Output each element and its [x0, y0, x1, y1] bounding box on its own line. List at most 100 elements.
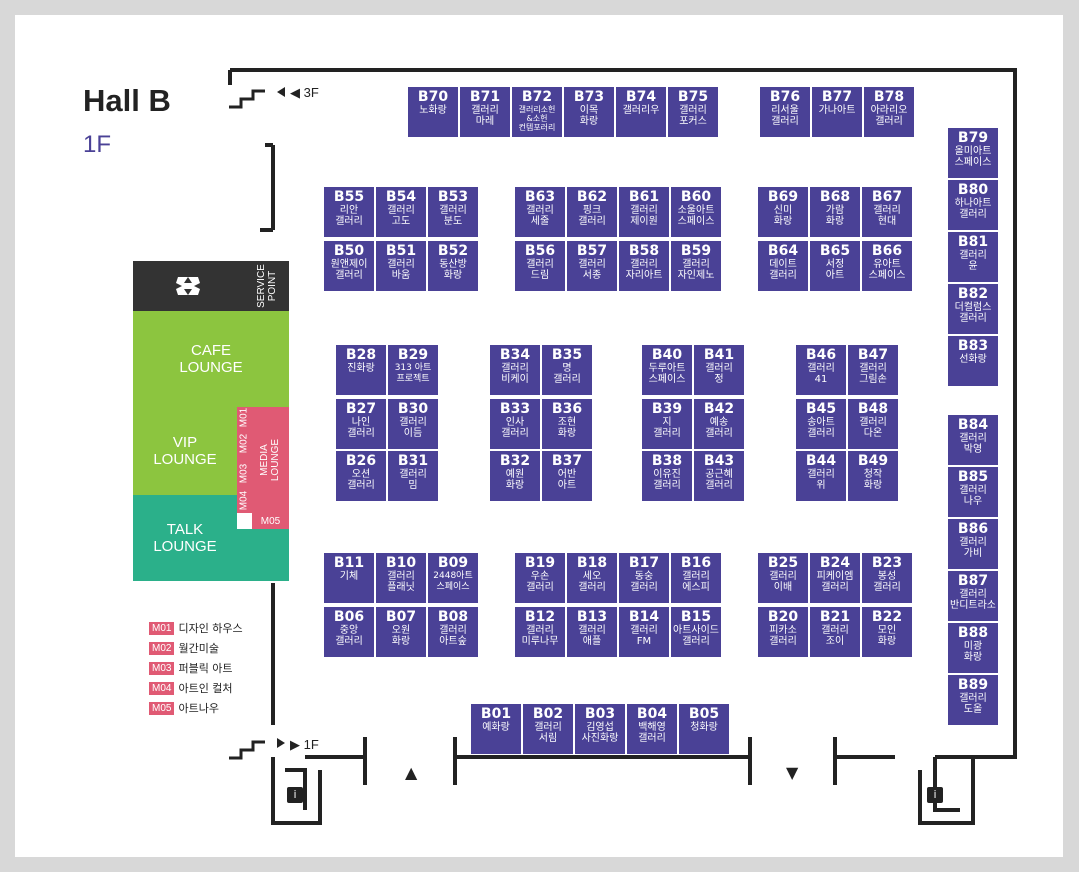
talk-lounge-right[interactable] — [237, 529, 289, 581]
info-left-icon[interactable]: i — [287, 787, 303, 803]
m03-booth[interactable]: M03 — [237, 459, 252, 489]
m04-booth[interactable]: M04 — [237, 489, 252, 513]
stairs-down-label[interactable]: ▶ 1F — [290, 737, 319, 752]
m05-booth[interactable]: M05 — [252, 513, 289, 529]
cafe-lounge[interactable]: CAFE LOUNGE — [133, 311, 289, 407]
m02-booth[interactable]: M02 — [237, 429, 252, 459]
vip-lounge[interactable]: VIP LOUNGE — [133, 407, 237, 495]
media-lounge[interactable]: MEDIA LOUNGE — [252, 407, 289, 513]
stairs-up-label[interactable]: ◀ 3F — [290, 85, 319, 100]
service-point-box[interactable]: SERVICE POINT — [245, 261, 289, 311]
talk-lounge-left[interactable]: TALK LOUNGE — [133, 495, 237, 581]
